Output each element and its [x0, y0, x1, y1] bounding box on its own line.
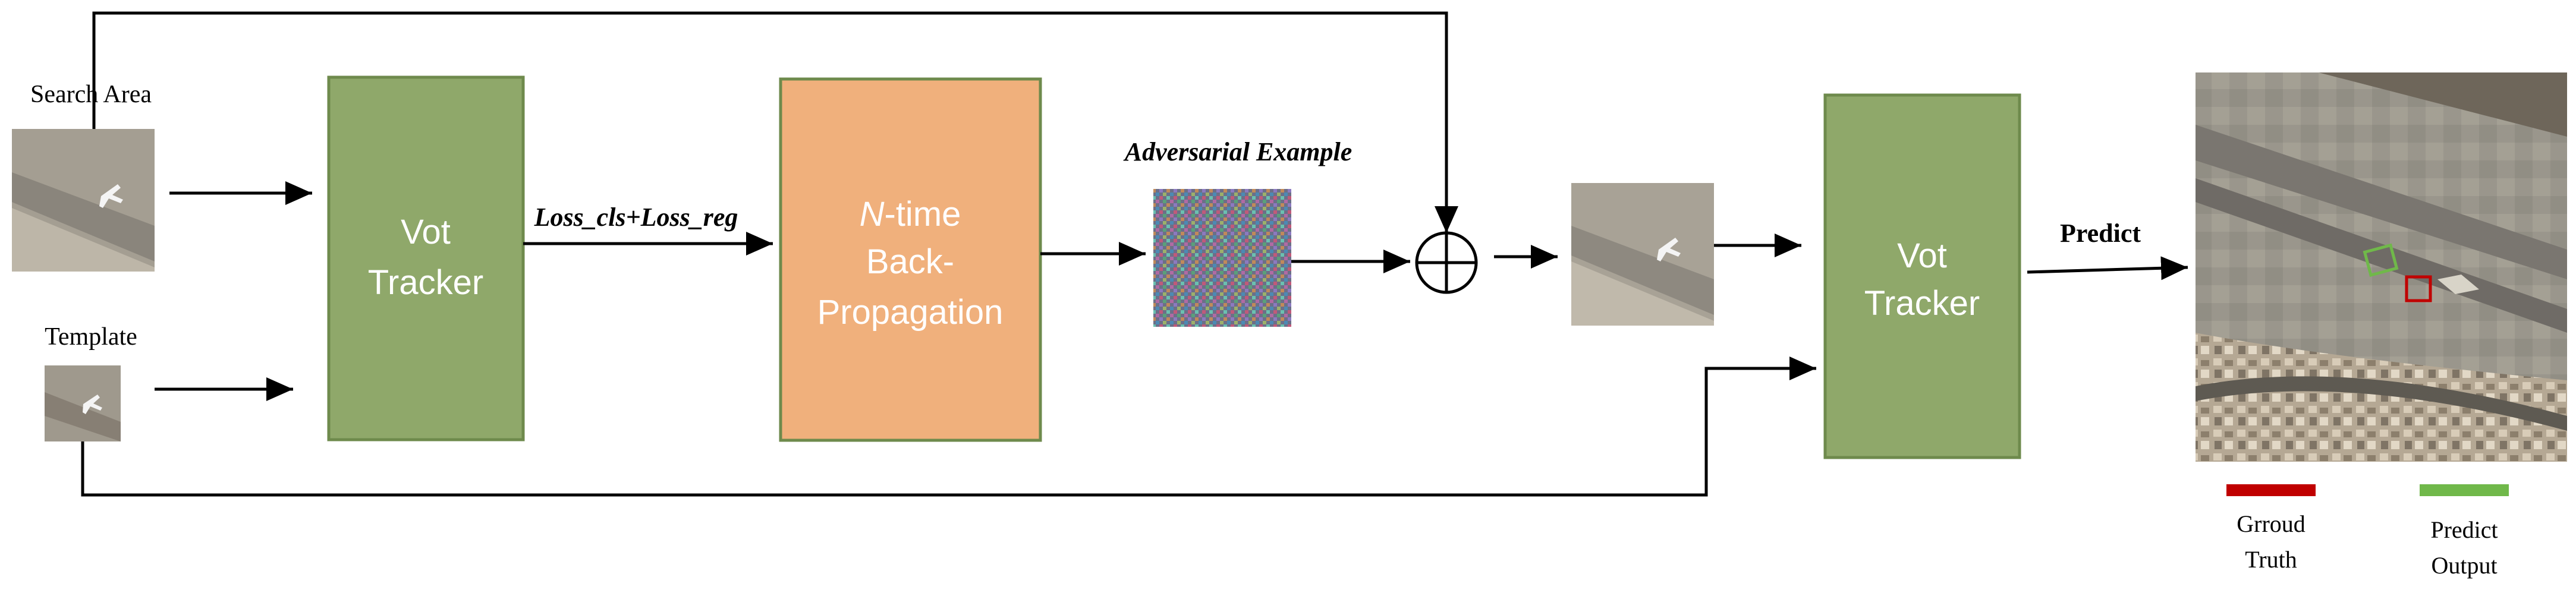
legend-predict-output-line2: Output [2431, 552, 2497, 579]
tracker-2-line1: Vot [1897, 236, 1947, 275]
tracker-2-line2: Tracker [1864, 284, 1980, 323]
legend-ground-truth-line1: Grroud [2237, 510, 2305, 537]
ground-truth-box [2405, 275, 2432, 302]
legend-predict-output-line1: Predict [2430, 516, 2498, 543]
template-image [45, 365, 121, 441]
legend-ground-truth: Grroud Truth [2226, 484, 2316, 573]
predict-label: Predict [2060, 219, 2141, 248]
adversarial-label: Adversarial Example [1123, 137, 1353, 166]
legend-ground-truth-swatch [2226, 484, 2316, 496]
xor-add-symbol [1415, 231, 1478, 294]
adversarial-noise-image [1153, 189, 1291, 327]
vot-tracker-block-1: Vot Tracker [327, 75, 525, 441]
backprop-n-italic: N [860, 195, 885, 234]
backprop-line2: Back- [866, 242, 954, 281]
tracker-1-line2: Tracker [368, 263, 483, 302]
search-area-image [12, 129, 155, 272]
legend-ground-truth-line2: Truth [2245, 546, 2297, 573]
backprop-line1-rest: -time [885, 195, 961, 234]
vot-tracker-block-2: Vot Tracker [1823, 93, 2021, 459]
template-skip-connector [81, 357, 1816, 497]
loss-label: Loss_cls+Loss_reg [534, 203, 738, 232]
predict-output-box [2363, 243, 2399, 277]
search-area-label: Search Area [30, 81, 152, 108]
tracker-1-line1: Vot [401, 213, 451, 251]
legend-predict-output-swatch [2420, 484, 2509, 496]
result-aerial-image [2196, 72, 2567, 462]
template-label: Template [45, 323, 137, 351]
search-skip-connector [92, 11, 1458, 233]
backprop-block: N-time Back- Propagation [779, 77, 1042, 442]
perturbed-search-image [1571, 183, 1714, 326]
legend-predict-output: Predict Output [2420, 484, 2509, 579]
tracker-to-result-arrow [2027, 256, 2188, 280]
backprop-line1: N-time [860, 195, 961, 234]
backprop-line3: Propagation [817, 293, 1004, 332]
